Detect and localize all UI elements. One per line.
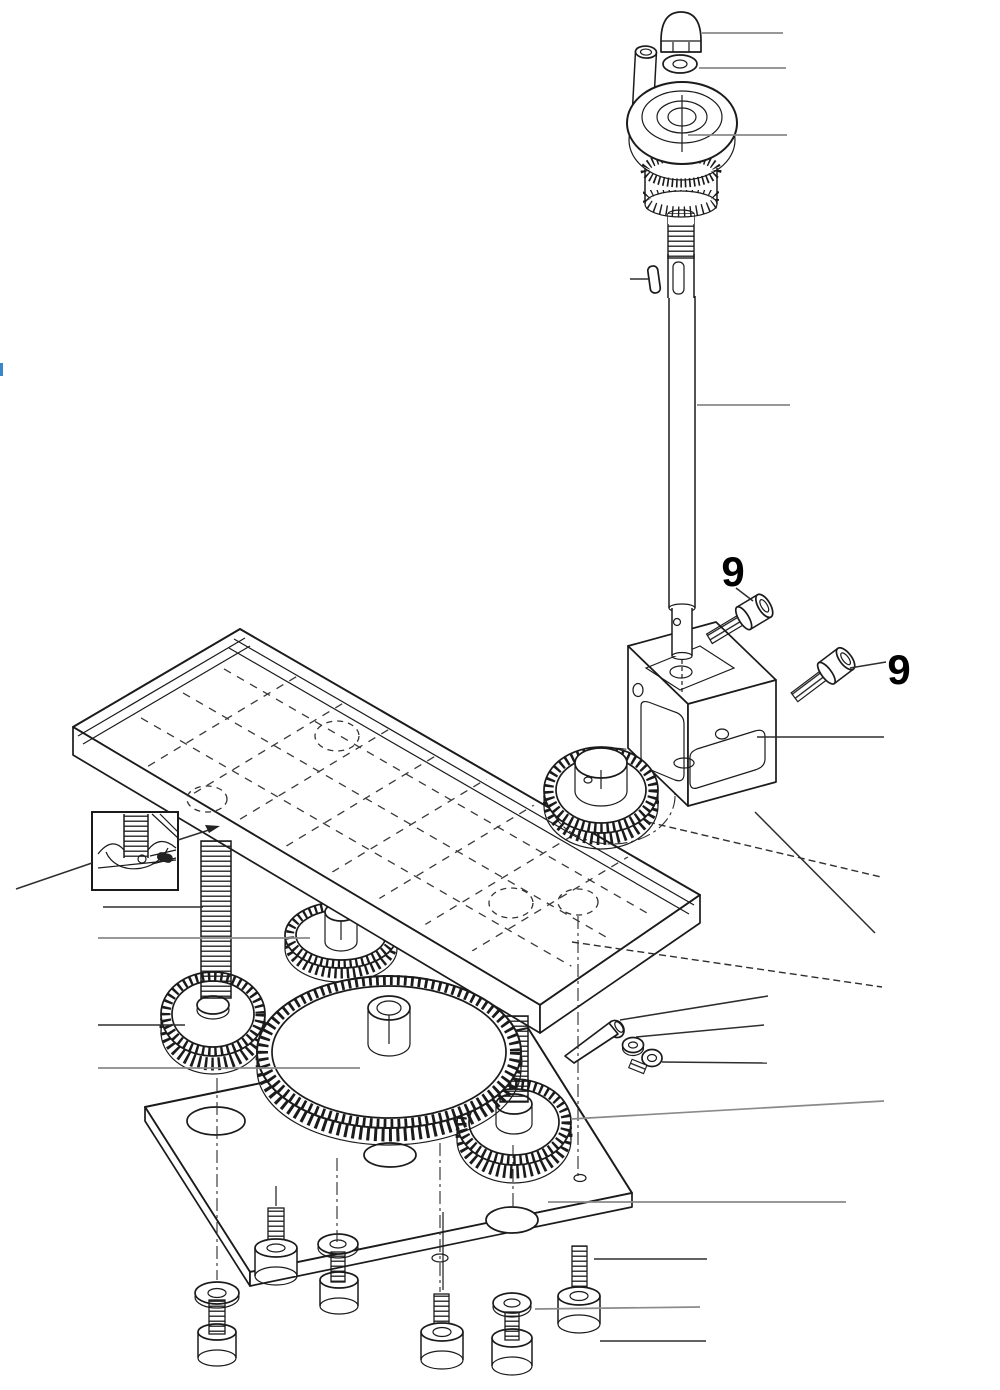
block-bore [669, 665, 693, 679]
plate-hole [485, 1206, 539, 1234]
block-hole [632, 682, 644, 698]
leader-pin-washer [635, 1024, 765, 1038]
base-washer-1 [194, 1281, 240, 1309]
leader-nut [571, 941, 883, 988]
hidden-hole [488, 887, 534, 919]
plate-hole-small [431, 1253, 449, 1263]
pin-washer [621, 1036, 645, 1057]
detail-pin [156, 852, 173, 863]
table-rim-line [77, 637, 246, 737]
edge-artifact [0, 363, 3, 376]
leader-pin-screw [661, 1061, 768, 1064]
hidden-hole [314, 720, 360, 752]
leader-table [754, 811, 876, 934]
base-screw-6 [491, 1311, 533, 1376]
base-screw-2 [254, 1207, 298, 1286]
leader-lines [15, 32, 887, 1342]
leader-callout-9-lower [849, 661, 887, 669]
leadscrew-left [200, 840, 232, 999]
leader-drive-gear [647, 821, 882, 878]
table-rim-line [82, 645, 251, 745]
drive-gear [543, 746, 659, 850]
leader-taper-pin [619, 995, 769, 1021]
base-screw-5 [557, 1245, 601, 1334]
inset-detail-box [91, 811, 220, 891]
table-rim-line [228, 647, 690, 915]
cap-screw-upper [705, 593, 774, 645]
detail-pointer-arrow [205, 825, 220, 833]
leader-inset-box [15, 862, 93, 890]
table-assembly [72, 628, 701, 1034]
drive-shaft [667, 209, 696, 694]
base-screw-4 [420, 1293, 464, 1370]
leader-washer-6 [534, 1306, 701, 1310]
table-corner-step [231, 628, 249, 635]
cap-screw-lower [790, 646, 856, 703]
leader-gear-right [570, 1100, 885, 1120]
hidden-hole [557, 888, 599, 916]
table-rim-line [233, 638, 695, 906]
t-slot-pattern [95, 653, 688, 988]
base-screw-3 [319, 1251, 359, 1315]
leader-callout-9-upper [735, 587, 754, 602]
leadscrew-gear-left [159, 971, 267, 1075]
top-washer [662, 54, 698, 74]
acorn-nut [660, 11, 702, 53]
plate-hole-small [573, 1173, 587, 1183]
shaft-keyway [672, 261, 685, 295]
table-right-edge [539, 894, 701, 1034]
plate-hole [363, 1142, 417, 1168]
detail-ball [137, 854, 147, 864]
hidden-hole [186, 785, 228, 813]
base-screw-1 [197, 1299, 237, 1367]
plate-hole [186, 1106, 246, 1136]
woodruff-key [646, 265, 662, 294]
block-slot [689, 729, 766, 789]
pin-screw [627, 1048, 663, 1075]
callout-9-upper: 9 [721, 548, 744, 595]
handwheel [626, 81, 738, 181]
main-gear [255, 975, 523, 1146]
centerlines [216, 916, 579, 1292]
taper-pin [564, 1019, 625, 1064]
callout-9-lower: 9 [887, 646, 910, 693]
shaft-pin-hole [672, 617, 682, 627]
block-hole [714, 728, 730, 740]
